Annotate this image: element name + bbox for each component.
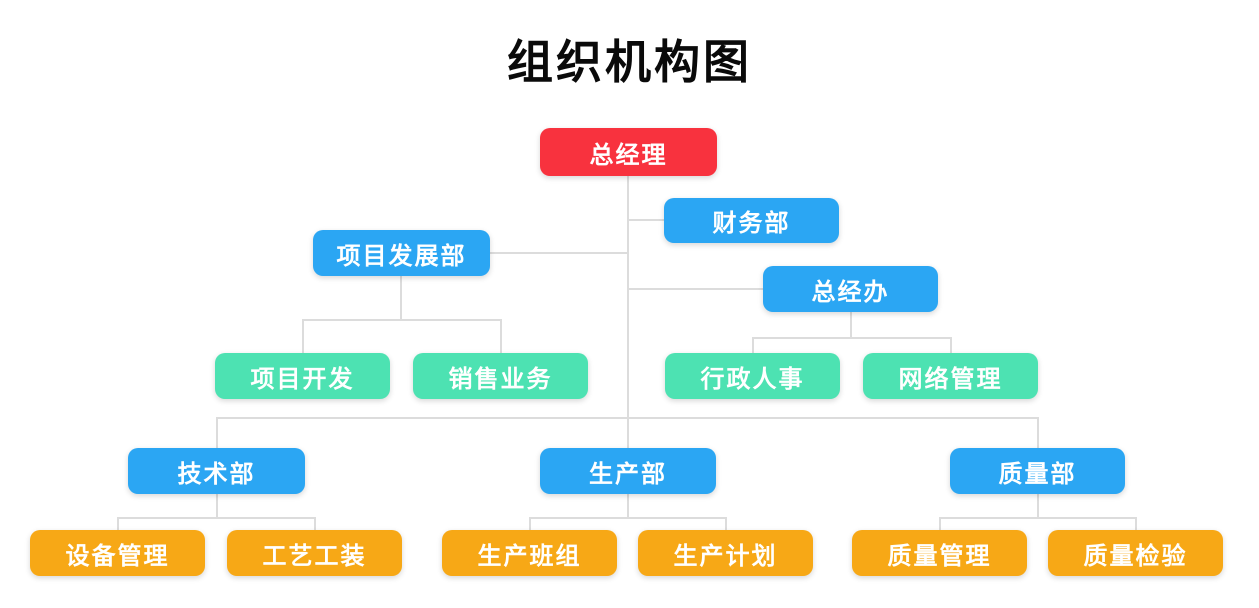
- chart-title: 组织机构图: [507, 36, 752, 88]
- connector-line: [939, 517, 941, 530]
- connector-line: [850, 312, 852, 338]
- connector-line: [117, 517, 316, 519]
- connector-line: [752, 337, 952, 339]
- connector-line: [939, 517, 1137, 519]
- connector-line: [1037, 417, 1039, 448]
- node-network-management: 网络管理: [863, 353, 1038, 399]
- connector-line: [1135, 517, 1137, 530]
- node-process-tooling: 工艺工装: [227, 530, 402, 576]
- connector-line: [725, 517, 727, 530]
- node-sales-business: 销售业务: [413, 353, 588, 399]
- node-finance-dept: 财务部: [664, 198, 839, 243]
- connector-line: [400, 275, 402, 320]
- node-project-development: 项目开发: [215, 353, 390, 399]
- connector-line: [627, 176, 629, 418]
- connector-line: [628, 219, 665, 221]
- connector-line: [500, 319, 502, 353]
- connector-line: [216, 417, 218, 448]
- connector-line: [529, 517, 727, 519]
- node-quality-dept: 质量部: [950, 448, 1125, 494]
- connector-line: [490, 252, 628, 254]
- connector-line: [627, 494, 629, 518]
- connector-line: [117, 517, 119, 530]
- connector-line: [627, 418, 629, 448]
- connector-line: [302, 319, 304, 353]
- node-gm-office: 总经办: [763, 266, 938, 312]
- node-production-team: 生产班组: [442, 530, 617, 576]
- node-equipment-management: 设备管理: [30, 530, 205, 576]
- connector-line: [302, 319, 502, 321]
- node-quality-management: 质量管理: [852, 530, 1027, 576]
- node-project-development-dept: 项目发展部: [313, 230, 490, 276]
- connector-line: [950, 337, 952, 353]
- node-admin-hr: 行政人事: [665, 353, 840, 399]
- node-technology-dept: 技术部: [128, 448, 305, 494]
- connector-line: [628, 288, 764, 290]
- connector-line: [529, 517, 531, 530]
- node-production-planning: 生产计划: [638, 530, 813, 576]
- connector-line: [216, 494, 218, 518]
- connector-line: [314, 517, 316, 530]
- connector-line: [1037, 494, 1039, 518]
- node-general-manager: 总经理: [540, 128, 717, 176]
- node-quality-inspection: 质量检验: [1048, 530, 1223, 576]
- connector-line: [752, 337, 754, 353]
- node-production-dept: 生产部: [540, 448, 716, 494]
